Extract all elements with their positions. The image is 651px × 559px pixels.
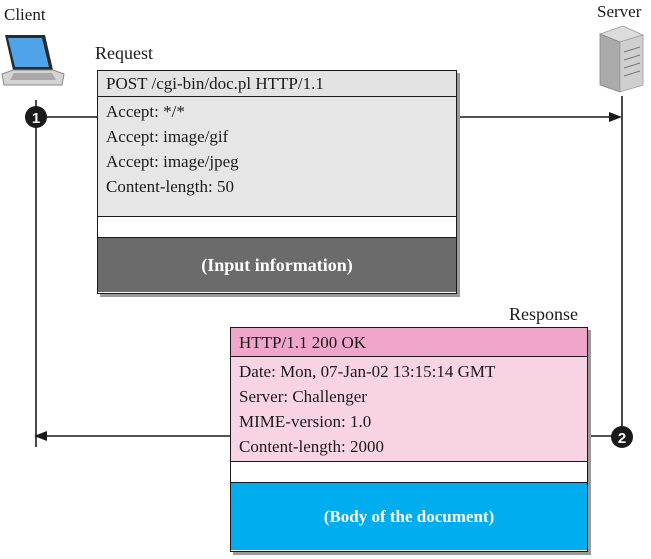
response-arrowhead bbox=[34, 431, 47, 441]
response-blank-line bbox=[231, 461, 587, 483]
request-body: (Input information) bbox=[98, 238, 456, 292]
response-title: Response bbox=[509, 304, 578, 324]
response-header-line: Server: Challenger bbox=[239, 387, 367, 406]
response-header-line: Date: Mon, 07-Jan-02 13:15:14 GMT bbox=[239, 362, 496, 381]
svg-text:1: 1 bbox=[32, 110, 40, 127]
request-header-line: Accept: */* bbox=[106, 102, 185, 121]
step-2-marker: 2 bbox=[611, 426, 633, 448]
response-header-line: MIME-version: 1.0 bbox=[239, 412, 372, 431]
request-header-line: Accept: image/jpeg bbox=[106, 152, 239, 171]
request-message: POST /cgi-bin/doc.pl HTTP/1.1 Accept: */… bbox=[97, 70, 457, 294]
client-label: Client bbox=[4, 5, 46, 24]
laptop-icon bbox=[1, 35, 65, 86]
response-body: (Body of the document) bbox=[231, 483, 587, 550]
request-blank-line bbox=[98, 216, 456, 238]
request-header-line: Accept: image/gif bbox=[106, 127, 229, 146]
step-1-marker: 1 bbox=[25, 106, 47, 128]
response-message: HTTP/1.1 200 OK Date: Mon, 07-Jan-02 13:… bbox=[230, 327, 588, 552]
status-line: HTTP/1.1 200 OK bbox=[231, 328, 587, 357]
response-header-line: Content-length: 2000 bbox=[239, 437, 384, 456]
request-line: POST /cgi-bin/doc.pl HTTP/1.1 bbox=[98, 71, 456, 97]
request-headers: Accept: */* Accept: image/gif Accept: im… bbox=[98, 97, 456, 216]
server-icon bbox=[598, 25, 645, 93]
request-header-line: Content-length: 50 bbox=[106, 177, 234, 196]
svg-text:2: 2 bbox=[618, 430, 626, 447]
request-title: Request bbox=[95, 43, 153, 63]
server-label: Server bbox=[597, 2, 642, 21]
request-arrowhead bbox=[609, 112, 622, 122]
response-headers: Date: Mon, 07-Jan-02 13:15:14 GMT Server… bbox=[231, 357, 587, 461]
